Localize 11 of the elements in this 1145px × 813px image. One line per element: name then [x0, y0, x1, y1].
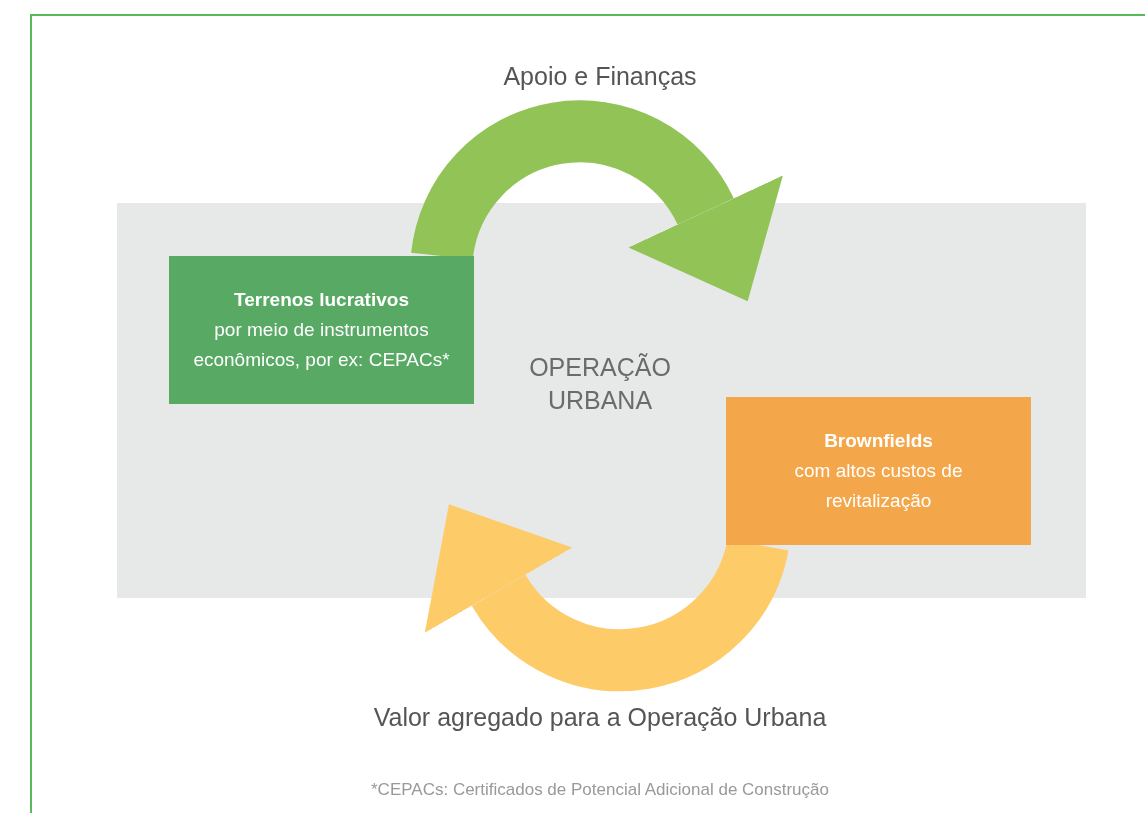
edge-label: Apoio e Finanças: [503, 62, 697, 91]
caption: *CEPACs: Certificados de Potencial Adicional de Construção: [371, 780, 829, 800]
box-heading: Terrenos lucrativos: [234, 288, 409, 312]
info-box: [726, 397, 1031, 545]
box-text: por meio de instrumentos econômicos, por ex: CEPACs*: [192, 318, 451, 372]
box-text: com altos custos de revitalização: [793, 459, 964, 513]
operation-band: [117, 203, 1086, 598]
info-box: [169, 256, 474, 404]
band-title: OPERAÇÃO URBANA: [528, 352, 672, 416]
box-heading: Brownfields: [824, 429, 933, 453]
edge-label: Valor agregado para a Operação Urbana: [373, 703, 827, 732]
